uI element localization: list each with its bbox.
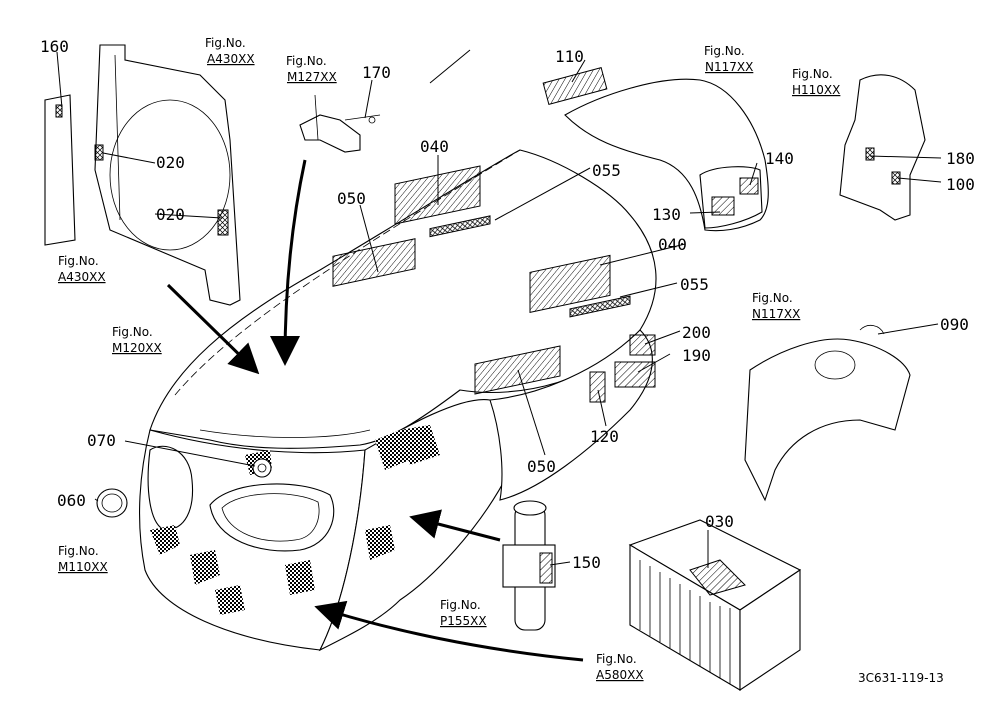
fig-label-a580: Fig.No.: [596, 652, 637, 666]
callout-110: 110: [555, 47, 584, 66]
fig-ref-a580: A580XX: [596, 668, 644, 682]
top-cover-n117: [542, 66, 769, 232]
bracket-h110: [839, 74, 926, 221]
fig-ref-n117-right: N117XX: [752, 307, 800, 321]
fig-ref-n117-top: N117XX: [705, 60, 753, 74]
callout-170: 170: [362, 63, 391, 82]
callout-090: 090: [940, 315, 969, 334]
side-panel-a430: [44, 44, 241, 306]
callout-120: 120: [590, 427, 619, 446]
callout-100: 100: [946, 175, 975, 194]
bracket-m127: [299, 94, 381, 153]
fig-label-a430-left: Fig.No.: [58, 254, 99, 268]
fig-ref-a430-top: A430XX: [207, 52, 255, 66]
fig-ref-m110: M110XX: [58, 560, 108, 574]
fig-label-n117-top: Fig.No.: [704, 44, 745, 58]
fig-ref-m127: M127XX: [287, 70, 337, 84]
callout-150: 150: [572, 553, 601, 572]
callout-030: 030: [705, 512, 734, 531]
fig-ref-m120: M120XX: [112, 341, 162, 355]
leader-lines: [56, 49, 942, 568]
drawing-number: 3C631-119-13: [858, 671, 944, 685]
callout-050-upper: 050: [337, 189, 366, 208]
callouts: 160 020 020 170 040 050 055 110 140 130 …: [40, 37, 975, 572]
callout-140: 140: [765, 149, 794, 168]
callout-040-lower: 040: [658, 235, 687, 254]
fig-label-m120: Fig.No.: [112, 325, 153, 339]
cylinder-part-150: [502, 500, 556, 631]
fig-ref-a430-left: A430XX: [58, 270, 106, 284]
fig-label-a430-top: Fig.No.: [205, 36, 246, 50]
fig-ref-p155: P155XX: [440, 614, 487, 628]
callout-050-lower: 050: [527, 457, 556, 476]
figure-references: Fig.No. A430XX Fig.No. M127XX Fig.No. N1…: [58, 36, 840, 682]
cap-part-060: [96, 488, 128, 518]
fig-label-m127: Fig.No.: [286, 54, 327, 68]
callout-020-lower: 020: [156, 205, 185, 224]
pointer-arrows: [166, 159, 584, 662]
callout-070: 070: [87, 431, 116, 450]
callout-200: 200: [682, 323, 711, 342]
callout-130: 130: [652, 205, 681, 224]
callout-190: 190: [682, 346, 711, 365]
fig-label-n117-right: Fig.No.: [752, 291, 793, 305]
fig-label-h110: Fig.No.: [792, 67, 833, 81]
fig-label-p155: Fig.No.: [440, 598, 481, 612]
callout-055-upper: 055: [592, 161, 621, 180]
callout-060: 060: [57, 491, 86, 510]
callout-040-upper: 040: [420, 137, 449, 156]
fig-label-m110: Fig.No.: [58, 544, 99, 558]
callout-180: 180: [946, 149, 975, 168]
battery-a580: [628, 519, 802, 692]
callout-160: 160: [40, 37, 69, 56]
lower-cover-n117: [744, 324, 911, 502]
callout-055-lower: 055: [680, 275, 709, 294]
bonnet-assembly: [139, 149, 657, 652]
callout-020-upper: 020: [156, 153, 185, 172]
fig-ref-h110: H110XX: [792, 83, 840, 97]
